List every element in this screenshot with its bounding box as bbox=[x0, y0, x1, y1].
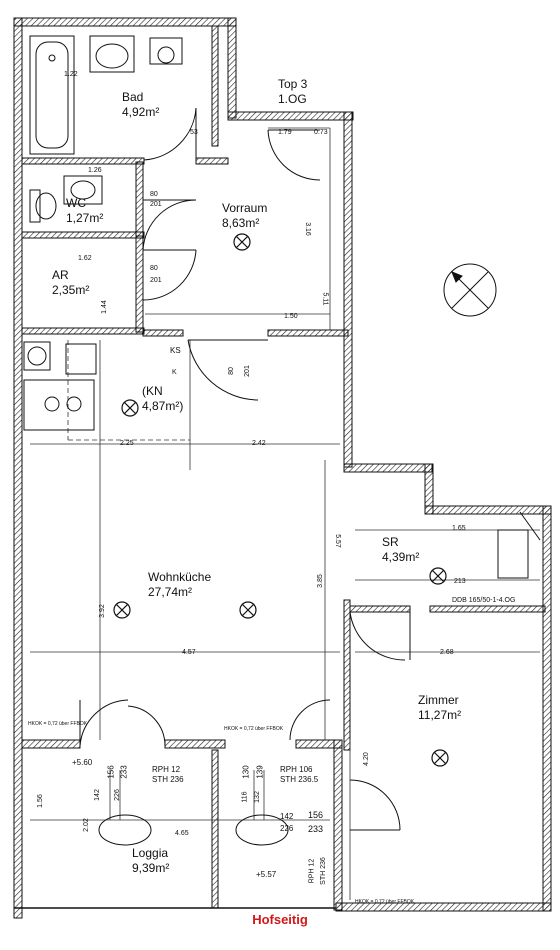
loggia-num: 233 bbox=[308, 824, 324, 834]
room-area-kn: 4,87m²) bbox=[142, 399, 184, 413]
dim-label: 2.42 bbox=[252, 440, 266, 447]
room-name-bad: Bad bbox=[122, 90, 144, 104]
orientation-caption: Hofseitig bbox=[252, 912, 308, 927]
room-name-kn: (KN bbox=[142, 384, 163, 398]
door-height: 201 bbox=[243, 365, 251, 377]
dim-label: 2.25 bbox=[120, 440, 134, 447]
unit-top-label: Top 3 bbox=[278, 77, 308, 91]
light-icon-vorraum bbox=[233, 233, 251, 251]
loggia-num: 226 bbox=[280, 824, 294, 833]
k-label: K bbox=[172, 369, 177, 376]
room-area-wohnkueche: 27,74m² bbox=[148, 585, 193, 599]
ddb-label: DDB 165/50-1-4.OG bbox=[452, 597, 516, 604]
dimension-lines bbox=[30, 127, 540, 900]
loggia-planters bbox=[98, 814, 289, 846]
dim-label: 1.26 bbox=[88, 167, 102, 174]
room-name-ar: AR bbox=[52, 268, 69, 282]
hkok-label: HKOK = 0,72 über FFBOK bbox=[28, 721, 88, 727]
dim-label: 3.85 bbox=[316, 574, 324, 588]
dim-label: 1.50 bbox=[284, 313, 298, 320]
door-width: 80 bbox=[227, 367, 235, 375]
unit-floor-label: 1.OG bbox=[278, 92, 307, 106]
dim-label: 53 bbox=[190, 129, 198, 136]
light-icon-wk1 bbox=[113, 601, 131, 619]
doors bbox=[79, 107, 411, 831]
compass-icon bbox=[443, 263, 497, 317]
room-area-zimmer: 11,27m² bbox=[418, 708, 462, 722]
outer-walls bbox=[13, 17, 552, 919]
dim-label: 1.62 bbox=[78, 255, 92, 262]
loggia-num: 226 bbox=[113, 789, 121, 801]
dim-label: 2.68 bbox=[440, 649, 454, 656]
door-width: 80 bbox=[150, 265, 158, 272]
loggia-num: 132 bbox=[253, 791, 261, 803]
dim-label: 3.92 bbox=[98, 604, 106, 618]
sth-label: STH 236 bbox=[152, 775, 184, 784]
door-width: 80 bbox=[150, 191, 158, 198]
sth-label: STH 236.5 bbox=[280, 775, 319, 784]
loggia-num: 139 bbox=[255, 765, 265, 779]
dim-label: 4.57 bbox=[182, 649, 196, 656]
room-name-vorraum: Vorraum bbox=[222, 201, 268, 215]
dim-label: 1.65 bbox=[452, 525, 466, 532]
light-icon-wk2 bbox=[239, 601, 257, 619]
room-name-zimmer: Zimmer bbox=[418, 693, 459, 707]
interior-walls bbox=[21, 25, 546, 909]
room-area-ar: 2,35m² bbox=[52, 283, 90, 297]
light-icon-zimmer bbox=[431, 749, 449, 767]
room-area-vorraum: 8,63m² bbox=[222, 216, 260, 230]
room-area-sr: 4,39m² bbox=[382, 550, 420, 564]
ceiling-lights bbox=[113, 233, 449, 767]
dim-label: 2.02 bbox=[82, 818, 90, 832]
loggia-num: 130 bbox=[241, 765, 251, 779]
dim-label: 5.57 bbox=[333, 534, 341, 548]
light-icon-sr bbox=[429, 567, 447, 585]
loggia-num: 142 bbox=[93, 789, 101, 801]
dim-label: 4.65 bbox=[175, 830, 189, 837]
level-label: +5.57 bbox=[256, 870, 277, 879]
room-area-loggia: 9,39m² bbox=[132, 861, 170, 875]
room-area-wc: 1,27m² bbox=[66, 211, 104, 225]
ks-label: KS bbox=[170, 346, 181, 355]
loggia-num: 156 bbox=[106, 765, 116, 779]
loggia-num: 156 bbox=[308, 810, 324, 820]
door-height: 201 bbox=[150, 277, 162, 284]
hkok-label: HKOK = 0,72 über FFBOK bbox=[224, 726, 284, 732]
room-name-loggia: Loggia bbox=[132, 846, 169, 860]
kitchen-fixtures bbox=[23, 341, 97, 431]
dim-label: 0.73 bbox=[314, 129, 328, 136]
room-area-bad: 4,92m² bbox=[122, 105, 160, 119]
dim-label: 1.44 bbox=[100, 300, 108, 314]
room-name-sr: SR bbox=[382, 535, 399, 549]
loggia-num: 142 bbox=[280, 812, 294, 821]
loggia-num: 233 bbox=[119, 765, 129, 779]
dim-label: 3.16 bbox=[303, 222, 311, 236]
door-height: 201 bbox=[150, 201, 162, 208]
shaft bbox=[497, 511, 541, 579]
bathroom-fixtures bbox=[29, 35, 183, 223]
room-name-wc: WC bbox=[66, 196, 86, 210]
bathtub bbox=[29, 35, 75, 155]
dim-label: 1.22 bbox=[64, 71, 78, 78]
rph-label: RPH 12 bbox=[152, 765, 181, 774]
room-name-wohnkueche: Wohnküche bbox=[148, 570, 212, 584]
dim-label: 4.20 bbox=[362, 752, 370, 766]
rph-label: RPH 106 bbox=[280, 765, 313, 774]
dim-label: 213 bbox=[454, 578, 466, 585]
level-label: +5.60 bbox=[72, 758, 93, 767]
hkok-label: HKOK = 0,72 über FFBOK bbox=[355, 899, 415, 905]
light-icon-kn bbox=[121, 399, 139, 417]
dim-label: 1.56 bbox=[36, 794, 44, 808]
dim-label: 5.11 bbox=[321, 292, 329, 306]
sth-label: STH 236 bbox=[319, 857, 327, 885]
dim-label: 1.79 bbox=[278, 129, 292, 136]
